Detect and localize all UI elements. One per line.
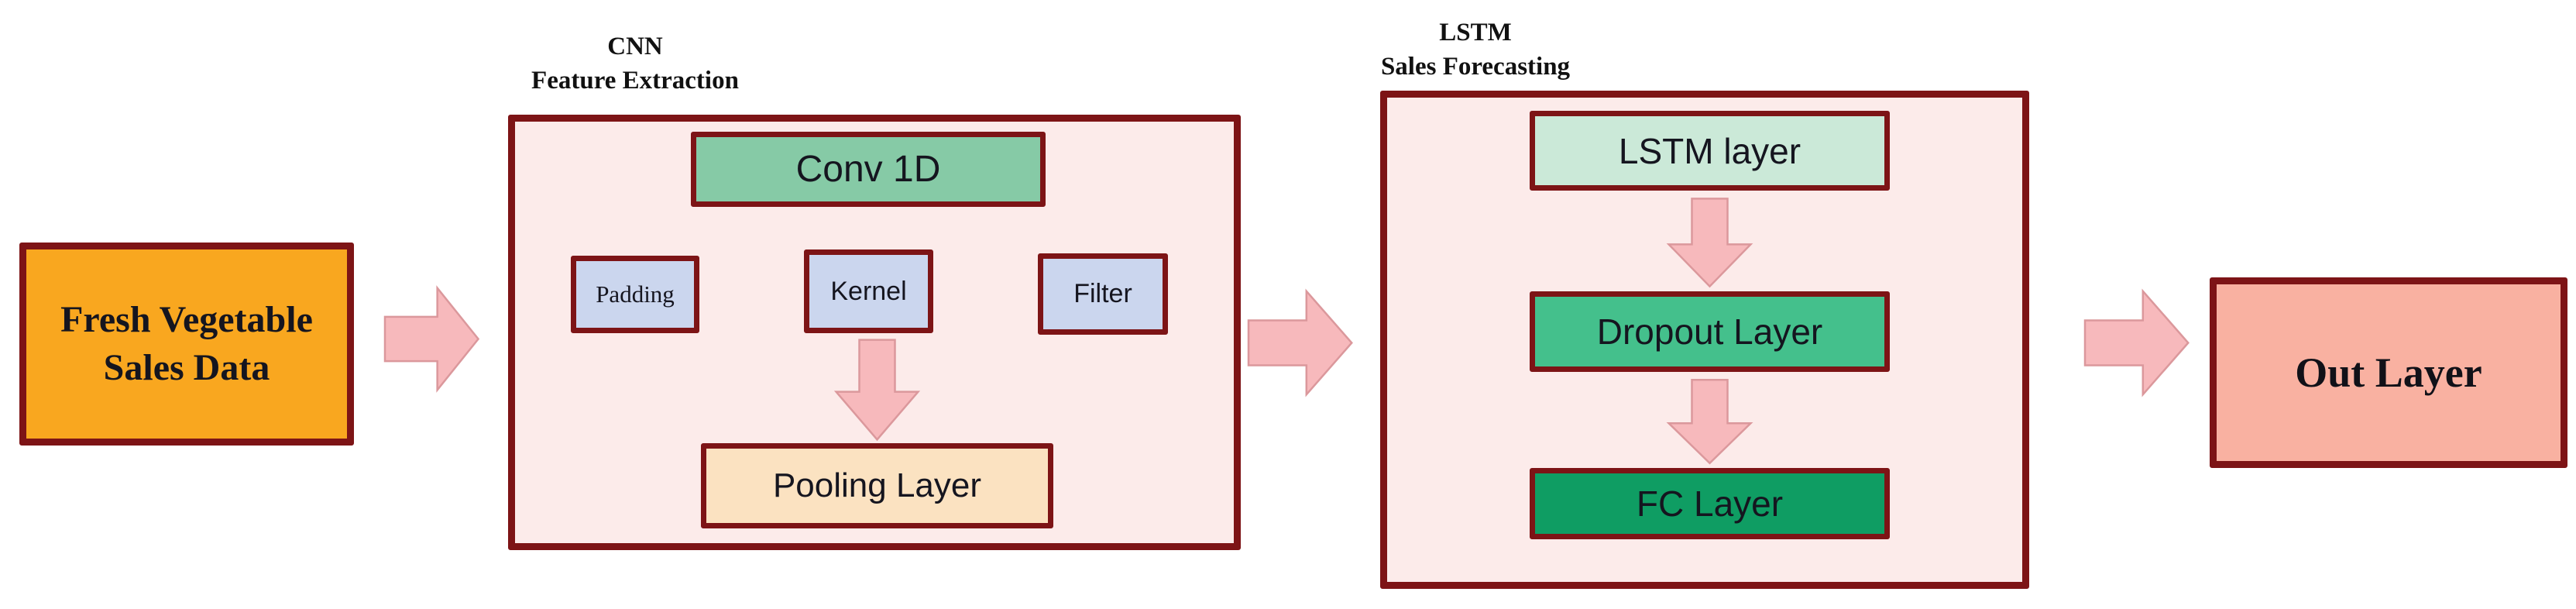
conv1d-box: Conv 1D [691,132,1046,207]
input-data-label-line1: Fresh Vegetable [60,299,313,340]
lstm-title-line2: Sales Forecasting [1380,53,1571,81]
padding-label: Padding [596,280,675,308]
cnn-title-line1: CNN [607,33,663,60]
lstm-title-line1: LSTM [1439,19,1512,46]
dropout-layer-box: Dropout Layer [1530,291,1890,372]
pooling-layer-label: Pooling Layer [772,466,982,504]
fc-layer-box: FC Layer [1530,468,1890,539]
lstm-section-title: LSTM Sales Forecasting [1309,15,1642,84]
input-data-label-line2: Sales Data [103,347,270,388]
flow-arrow-right-1-icon [385,284,480,394]
flow-arrow-right-3-icon [2085,287,2190,399]
flow-arrow-right-2-icon [1249,287,1354,399]
kernel-to-pooling-arrow-icon [833,338,922,442]
kernel-label: Kernel [830,276,907,306]
out-layer-box: Out Layer [2210,277,2567,468]
cnn-section-title: CNN Feature Extraction [465,29,805,98]
dropout-layer-label: Dropout Layer [1596,311,1823,352]
filter-box: Filter [1038,253,1168,335]
cnn-section-container: Conv 1D Padding Kernel Filter Pooling La… [508,115,1241,550]
dropout-to-fc-arrow-icon [1665,378,1754,465]
padding-box: Padding [571,256,699,333]
cnn-title-line2: Feature Extraction [531,67,739,95]
lstm-to-dropout-arrow-icon [1665,197,1754,288]
fc-layer-label: FC Layer [1636,483,1784,524]
pooling-layer-box: Pooling Layer [701,443,1053,528]
out-layer-label: Out Layer [2295,349,2482,396]
kernel-box: Kernel [804,249,933,333]
input-data-box: Fresh Vegetable Sales Data [19,243,354,446]
conv1d-label: Conv 1D [795,149,941,190]
filter-label: Filter [1073,279,1132,308]
lstm-section-container: LSTM layer Dropout Layer FC Layer [1380,91,2029,589]
lstm-layer-label: LSTM layer [1618,130,1801,171]
lstm-layer-box: LSTM layer [1530,111,1890,191]
